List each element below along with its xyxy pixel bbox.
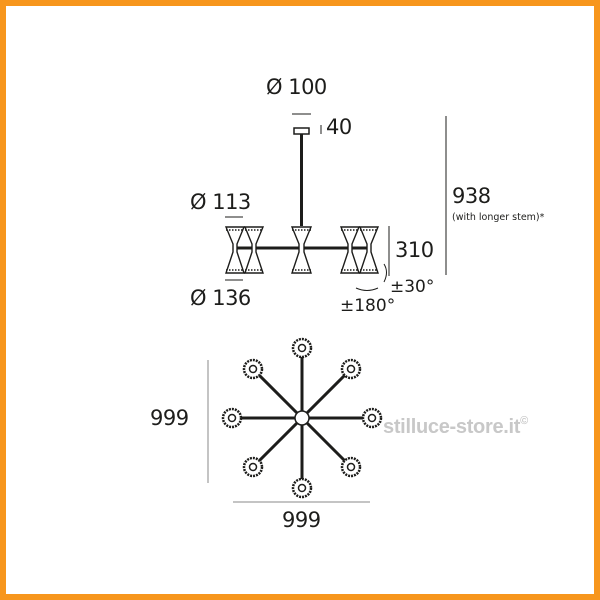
total-height-label: 938 — [452, 184, 491, 208]
canopy — [293, 127, 310, 135]
shade — [339, 226, 361, 274]
shade — [243, 226, 265, 274]
total-height-note: (with longer stem)* — [452, 212, 545, 223]
shade — [358, 226, 380, 274]
shade-bottom-diameter-label: Ø 136 — [190, 286, 251, 310]
watermark: stilluce-store.it© — [383, 415, 528, 439]
copyright-icon: © — [520, 415, 528, 427]
shade-group — [224, 226, 380, 274]
watermark-text: stilluce-store.it — [383, 416, 521, 438]
depth-label: 999 — [150, 406, 189, 430]
tilt-angle-label: ±30° — [390, 277, 435, 297]
canopy-diameter-label: Ø 100 — [266, 75, 327, 99]
shade — [224, 226, 246, 274]
canopy-height-label: 40 — [326, 115, 352, 139]
width-label: 999 — [282, 508, 321, 532]
shade — [290, 226, 313, 274]
shade-top-diameter-label: Ø 113 — [190, 190, 251, 214]
body-height-label: 310 — [395, 238, 434, 262]
top-view — [207, 337, 383, 503]
rotation-angle-label: ±180° — [340, 296, 396, 316]
